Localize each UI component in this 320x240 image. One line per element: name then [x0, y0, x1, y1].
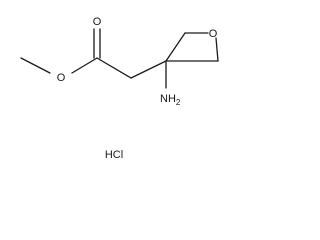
bond-oxygen-carbonyl [71, 57, 98, 74]
chemical-structure: O O O NH2 HCl [20, 16, 219, 161]
ring-oxygen-label: O [209, 28, 218, 40]
bond-ring-right [215, 37, 219, 62]
bond-methyl-oxygen [20, 57, 51, 74]
amine-nh-text: NH [160, 93, 176, 105]
carbonyl-oxygen-label: O [93, 16, 102, 28]
amine-subscript: 2 [176, 98, 181, 107]
amine-label: NH2 [160, 93, 181, 107]
hcl-salt-label: HCl [105, 149, 123, 161]
bond-ring-left [165, 32, 186, 62]
bond-methylene-quaternary [130, 60, 167, 79]
ester-oxygen-label: O [57, 72, 66, 84]
bond-carbonyl-methylene [96, 57, 132, 79]
